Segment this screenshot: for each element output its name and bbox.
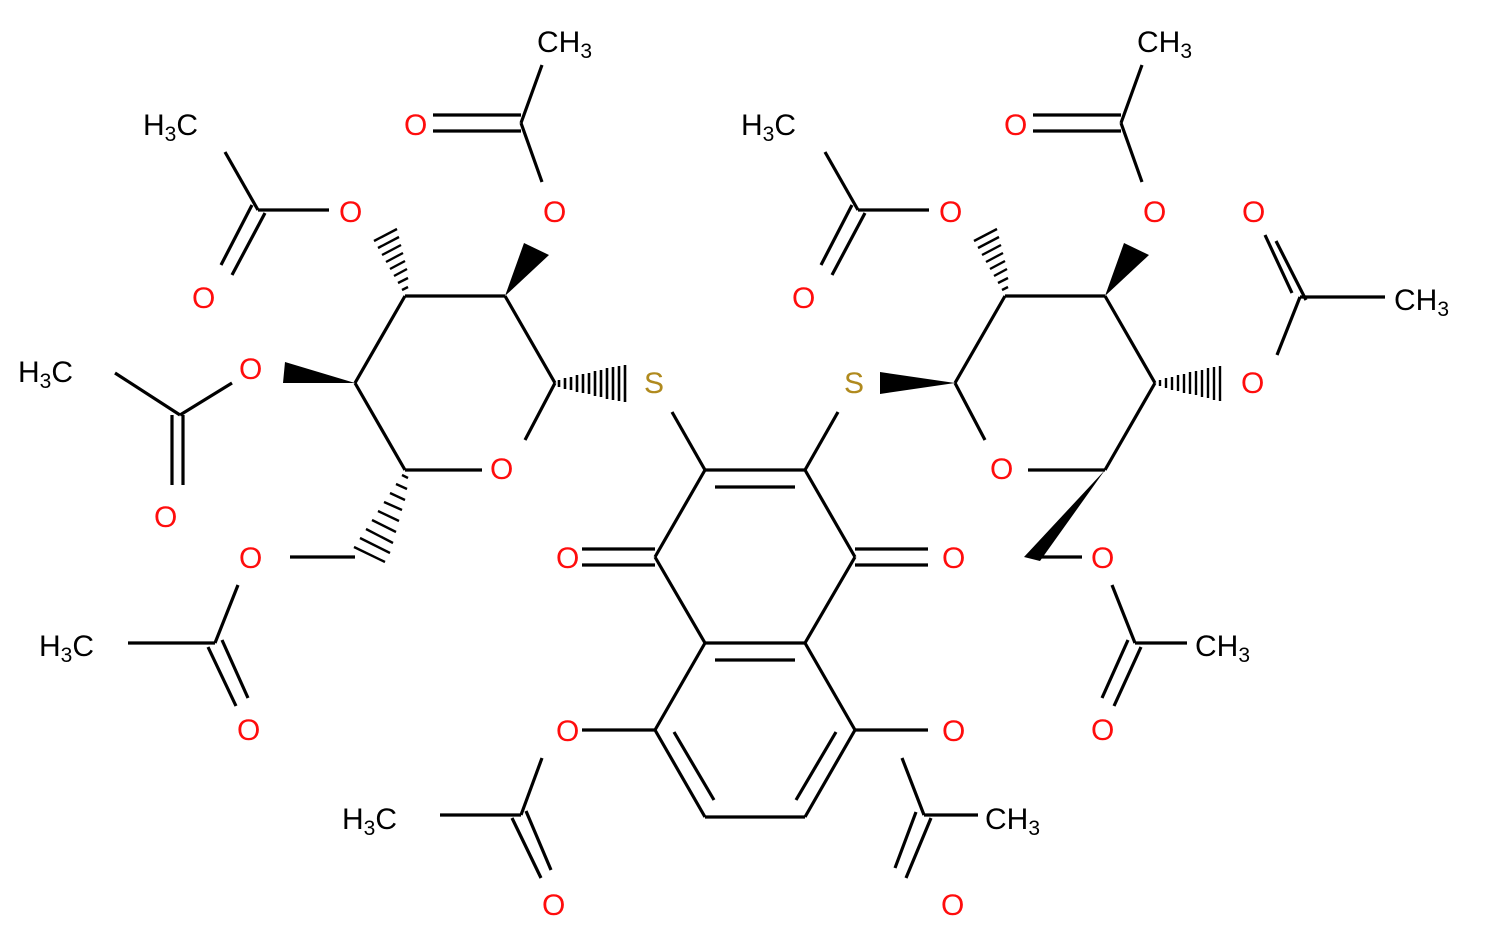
right-c4-acetate-methyl: CH3 <box>1394 284 1449 321</box>
right-c5-wedge-bond <box>1024 470 1105 561</box>
right-c3-acetate <box>1033 64 1144 183</box>
left-c4-acetate-methyl: H3C <box>18 356 73 393</box>
right-c6-acetate-methyl: CH3 <box>1195 630 1250 667</box>
naphthoquinone-core <box>582 411 928 819</box>
left-c3-acetate <box>219 151 329 276</box>
left-c6-acetate <box>128 584 250 707</box>
left-anomeric-hash-bond <box>557 365 627 402</box>
right-c4-hash-bond <box>1158 366 1222 401</box>
right-c4-oxygen: O <box>1241 367 1264 400</box>
left-c4-acetate <box>114 371 233 485</box>
right-c3-acetate-carbonyl-oxygen: O <box>1004 109 1027 142</box>
right-c3-wedge-bond <box>1105 243 1149 296</box>
methyl-c8-acetate: H3C <box>342 803 397 840</box>
methyl-c5-acetate: CH3 <box>985 803 1040 840</box>
quinone-oxygen-right: O <box>942 542 965 575</box>
left-c2-wedge-bond <box>505 243 549 296</box>
acetoxy-oxygen-c5: O <box>942 715 965 748</box>
left-c2-oxygen: O <box>543 196 566 229</box>
left-c3-acetate-methyl: H3C <box>143 109 198 146</box>
left-sugar-ring <box>353 294 557 472</box>
left-c6-oxygen: O <box>239 542 262 575</box>
quinone-oxygen-left: O <box>556 542 579 575</box>
left-c6-acetate-methyl: H3C <box>39 630 94 667</box>
acetate-c8 <box>440 757 553 879</box>
sulfur-left: S <box>644 367 664 400</box>
sulfur-right: S <box>844 367 864 400</box>
left-c5-hash-bond <box>353 473 409 564</box>
right-ring-oxygen: O <box>990 453 1013 486</box>
right-c2-acetate-carbonyl-oxygen: O <box>792 282 815 315</box>
left-c2-acetate-carbonyl-oxygen: O <box>404 109 427 142</box>
right-c6-oxygen: O <box>1091 542 1114 575</box>
right-sugar-ring <box>953 294 1157 472</box>
right-c2-acetate-methyl: H3C <box>741 109 796 146</box>
right-c2-acetate <box>819 151 929 276</box>
acetate-c5 <box>893 757 978 879</box>
right-c3-oxygen: O <box>1143 196 1166 229</box>
left-c2-acetate-methyl: CH3 <box>537 26 592 63</box>
carbonyl-oxygen-c8-acetate: O <box>542 889 565 922</box>
right-c6-acetate <box>1100 584 1187 707</box>
left-c4-oxygen: O <box>239 353 262 386</box>
right-anomeric-wedge-bond <box>880 372 955 394</box>
left-c4-wedge-bond <box>283 362 355 383</box>
carbonyl-oxygen-c5-acetate: O <box>941 889 964 922</box>
left-c3-hash-bond <box>373 227 409 292</box>
right-c2-hash-bond <box>973 227 1009 292</box>
right-c2-oxygen: O <box>939 196 962 229</box>
right-c3-acetate-methyl: CH3 <box>1137 26 1192 63</box>
right-c6-acetate-carbonyl-oxygen: O <box>1091 714 1114 747</box>
left-c4-acetate-carbonyl-oxygen: O <box>154 501 177 534</box>
acetoxy-oxygen-c8: O <box>556 715 579 748</box>
left-c6-acetate-carbonyl-oxygen: O <box>237 714 260 747</box>
left-c3-oxygen: O <box>339 196 362 229</box>
right-c4-acetate-carbonyl-oxygen: O <box>1242 196 1265 229</box>
left-c2-acetate <box>433 64 544 183</box>
left-c3-acetate-carbonyl-oxygen: O <box>192 282 215 315</box>
left-ring-oxygen: O <box>490 453 513 486</box>
right-c4-acetate <box>1263 234 1385 356</box>
